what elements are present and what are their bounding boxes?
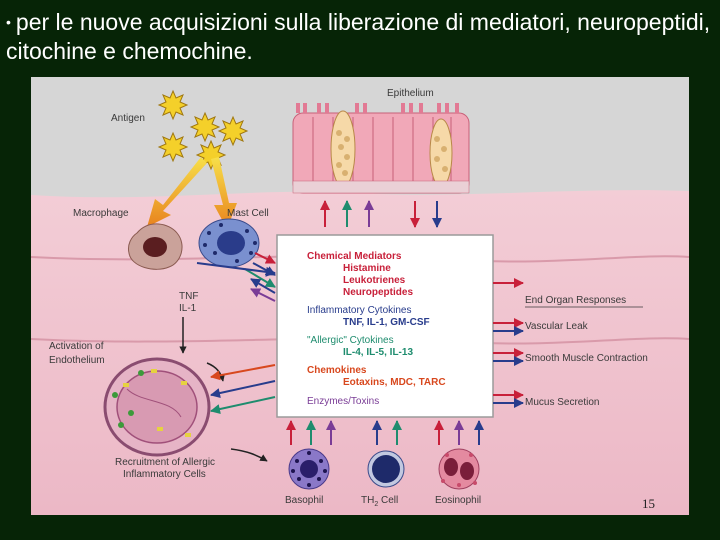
leukotrienes-item: Leukotrienes (343, 275, 406, 286)
activation-label-line2: Endothelium (49, 355, 105, 366)
allergic-inflammation-diagram: Epithelium Antigen Macrophage Mast Cell … (31, 77, 689, 515)
basophil-label: Basophil (285, 495, 323, 506)
antigen-star-icon (217, 115, 249, 147)
eosinophil-label: Eosinophil (435, 495, 481, 506)
basophil-cell (288, 448, 330, 490)
mast-cell-nucleus (217, 231, 245, 255)
antigen-label: Antigen (111, 113, 145, 124)
recruitment-label-line2: Inflammatory Cells (123, 469, 206, 480)
allergic-cytokines-list: IL-4, IL-5, IL-13 (343, 347, 413, 358)
vessel-particles (112, 369, 191, 437)
bullet-text-content: per le nuove acquisizioni sulla liberazi… (6, 9, 711, 64)
box-to-mast-arrow-blue (250, 278, 276, 294)
chemical-mediators-heading: Chemical Mediators (307, 251, 402, 262)
neuropeptides-item: Neuropeptides (343, 287, 413, 298)
end-organ-item-mucus-secretion: Mucus Secretion (525, 397, 599, 408)
macrophage-nucleus (143, 237, 167, 257)
il1-label: IL-1 (179, 303, 197, 314)
antigen-star-icon (157, 89, 189, 121)
inflammatory-cytokines-heading: Inflammatory Cytokines (307, 305, 411, 316)
bullet-icon: • (6, 14, 11, 30)
chemokines-heading: Chemokines (307, 365, 367, 376)
box-to-vessel-arrow-orange (210, 364, 276, 381)
epithelium-label: Epithelium (387, 88, 434, 99)
mediators-box (276, 234, 494, 418)
th2-cell (367, 450, 405, 488)
mast-cell-label: Mast Cell (227, 208, 269, 219)
box-to-vessel-arrow-blue (210, 380, 276, 398)
box-to-vessel-arrow-green (210, 396, 276, 414)
allergic-cytokines-heading: "Allergic" Cytokines (307, 335, 394, 346)
tnf-label: TNF (179, 291, 198, 302)
mast-to-box-arrow-green (244, 268, 276, 288)
th2-cell-label: TH2 Cell (361, 495, 398, 508)
macrophage-to-box-arrow (196, 262, 276, 277)
bullet-text: •per le nuove acquisizioni sulla liberaz… (6, 8, 714, 66)
macrophage-label: Macrophage (73, 208, 129, 219)
mast-to-box-arrow-red (254, 252, 276, 264)
inflammatory-cytokines-list: TNF, IL-1, GM-CSF (343, 317, 430, 328)
box-to-mast-arrow-purple (250, 288, 276, 302)
page-number: 15 (642, 496, 655, 511)
recruitment-arrow (230, 448, 268, 462)
recruitment-label-line1: Recruitment of Allergic (115, 457, 215, 468)
antigen-to-macrophage-arrow (147, 157, 207, 227)
eosinophil-cell (438, 448, 480, 490)
end-organ-item-smooth-muscle: Smooth Muscle Contraction (525, 353, 648, 364)
antigen-star-icon (157, 131, 189, 163)
epithelium-cells (292, 103, 470, 194)
antigen-star-icon (189, 111, 221, 143)
mast-cell-granules (203, 223, 257, 263)
vessel-detail-line (126, 388, 182, 418)
end-organ-item-vascular-leak: Vascular Leak (525, 321, 589, 332)
chemokines-list: Eotaxins, MDC, TARC (343, 377, 446, 388)
enzymes-toxins-item: Enzymes/Toxins (307, 396, 379, 407)
end-organ-title: End Organ Responses (525, 295, 626, 306)
histamine-item: Histamine (343, 263, 391, 274)
activation-label-line1: Activation of (49, 341, 104, 352)
antigen-to-mast-cell-arrow (211, 157, 237, 229)
